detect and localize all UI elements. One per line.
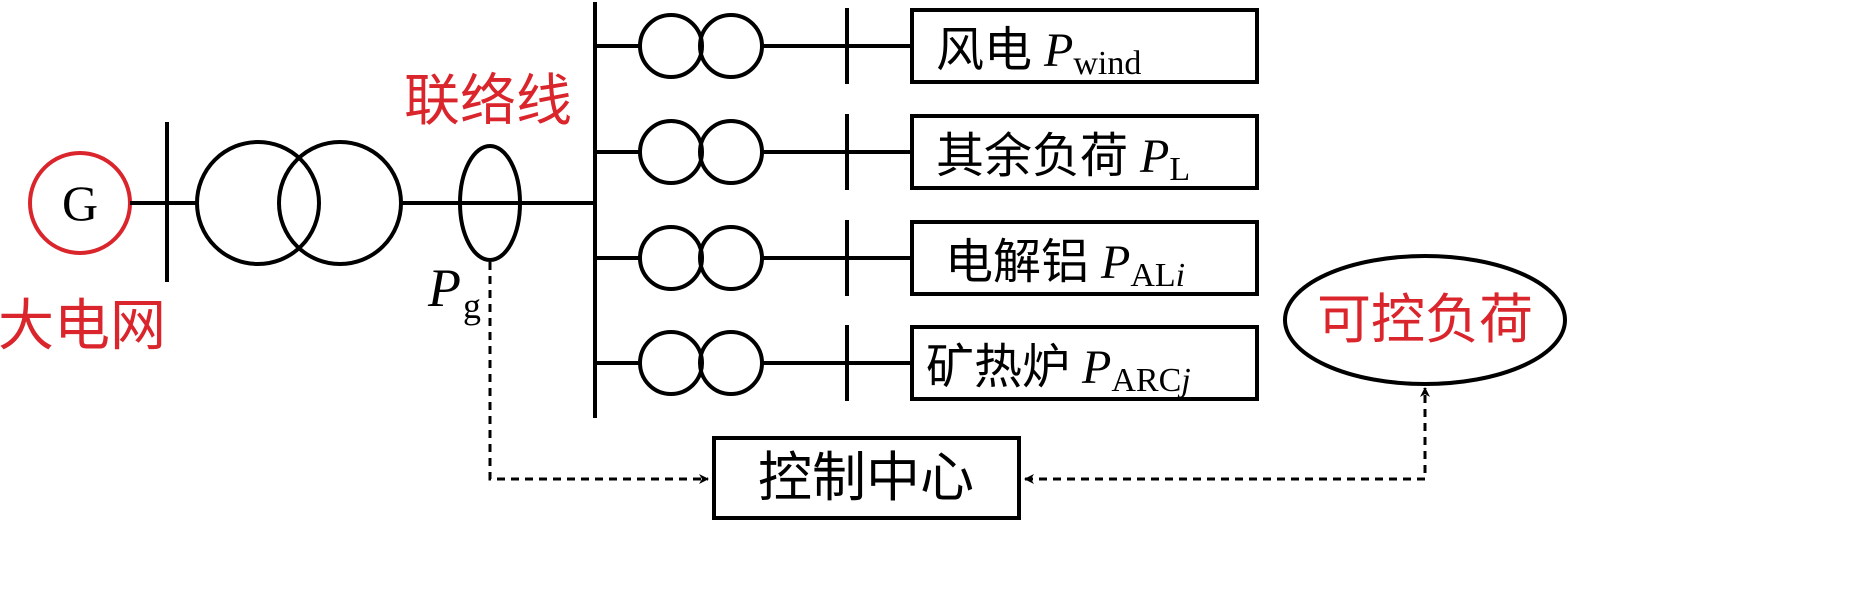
measurement-link bbox=[488, 262, 709, 484]
power-subscript: g bbox=[463, 286, 481, 326]
tie-line-power-label: Pg bbox=[427, 258, 481, 326]
tie-line-label: 联络线 bbox=[404, 71, 572, 133]
control-center-label: 控制中心 bbox=[758, 448, 974, 508]
main-transformer bbox=[195, 140, 403, 266]
controllable-load-label: 可控负荷 bbox=[1317, 290, 1533, 350]
feeder-box-other-load bbox=[910, 114, 1259, 190]
generator-symbol: G bbox=[62, 175, 98, 231]
feeder-box-wind bbox=[910, 8, 1259, 84]
generator: G bbox=[28, 151, 132, 255]
power-symbol: P bbox=[427, 258, 461, 318]
grid-label: 大电网 bbox=[0, 296, 166, 358]
tie-line-measurement bbox=[458, 144, 522, 262]
controllable-load-ellipse bbox=[1283, 254, 1567, 386]
control-link bbox=[1024, 387, 1430, 484]
feeder-box-aluminum bbox=[910, 220, 1259, 296]
control-center-box bbox=[712, 436, 1021, 520]
